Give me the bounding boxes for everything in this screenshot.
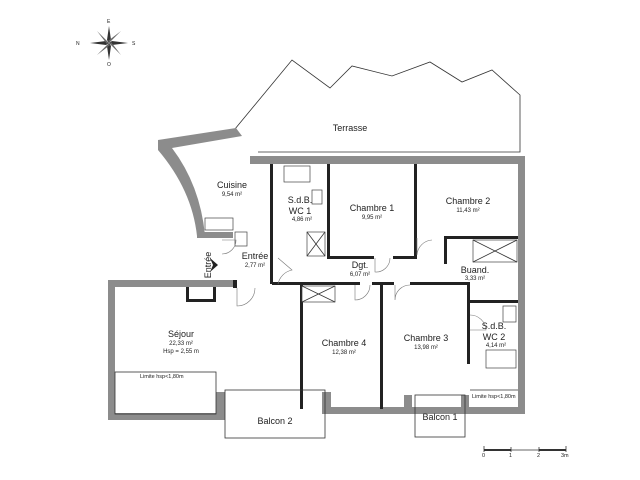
sejour-height: Hsp = 2,55 m [163, 349, 199, 355]
chambre-1-area: 9,95 m² [362, 215, 382, 221]
chambre-4-area: 12,38 m² [332, 350, 356, 356]
limite-hsp-left-label: Limite hsp<1,80m [140, 374, 184, 380]
chambre-2-area: 11,43 m² [456, 208, 479, 214]
sejour-label: Séjour [168, 329, 194, 339]
dgt-label: Dgt. [352, 260, 369, 270]
cuisine-area: 9,54 m² [222, 192, 242, 198]
door-swings [221, 238, 487, 331]
buanderie-label: Buand. [461, 265, 490, 275]
sdb-wc2-label-line1: S.d.B. [482, 321, 507, 331]
sdb-wc2-label-line2: WC 2 [483, 332, 506, 342]
interior-walls [186, 164, 518, 409]
fixtures [204, 165, 518, 369]
compass-north-label: N [76, 41, 80, 47]
limite-hsp-left-line [114, 371, 217, 415]
chambre-3-area: 13,98 m² [414, 345, 438, 351]
entree-area: 2,77 m² [245, 263, 265, 269]
buanderie-area: 3,33 m² [465, 276, 485, 282]
compass-east-label: E [107, 19, 111, 25]
balcon-1-label: Balcon 1 [422, 412, 457, 422]
sdb-wc2-area: 4,14 m² [486, 343, 506, 349]
chambre-1-label: Chambre 1 [350, 203, 395, 213]
terrasse-outline [229, 59, 521, 153]
sdb-wc1-label-line1: S.d.B. [288, 195, 313, 205]
sejour-area: 22,33 m² [169, 341, 193, 347]
compass-rose-icon [90, 26, 128, 60]
terrasse-label: Terrasse [333, 123, 368, 133]
entry-marker-label: Entrée [203, 252, 213, 279]
sdb-wc1-label-line2: WC 1 [289, 206, 312, 216]
limite-hsp-right-label: Limite hsp<1,80m [472, 394, 516, 400]
scale-tick-0: 0 [482, 453, 485, 459]
balcon-2-label: Balcon 2 [257, 416, 292, 426]
chambre-3-label: Chambre 3 [404, 333, 449, 343]
balcon-1-area [414, 394, 466, 438]
sdb-wc1-area: 4,86 m² [292, 217, 312, 223]
scale-tick-2: 2 [537, 453, 540, 459]
compass-west-label: O [107, 62, 111, 68]
compass-south-label: S [132, 41, 136, 47]
balcon-2-area [224, 389, 326, 439]
dgt-area: 6,07 m² [350, 272, 370, 278]
chambre-2-label: Chambre 2 [446, 196, 491, 206]
cuisine-label: Cuisine [217, 180, 247, 190]
entry-arrow-icon [210, 258, 218, 272]
scale-tick-3: 3m [561, 453, 569, 459]
scale-tick-1: 1 [509, 453, 512, 459]
entree-label: Entrée [242, 251, 269, 261]
chambre-4-label: Chambre 4 [322, 338, 367, 348]
scale-bar [483, 446, 567, 452]
